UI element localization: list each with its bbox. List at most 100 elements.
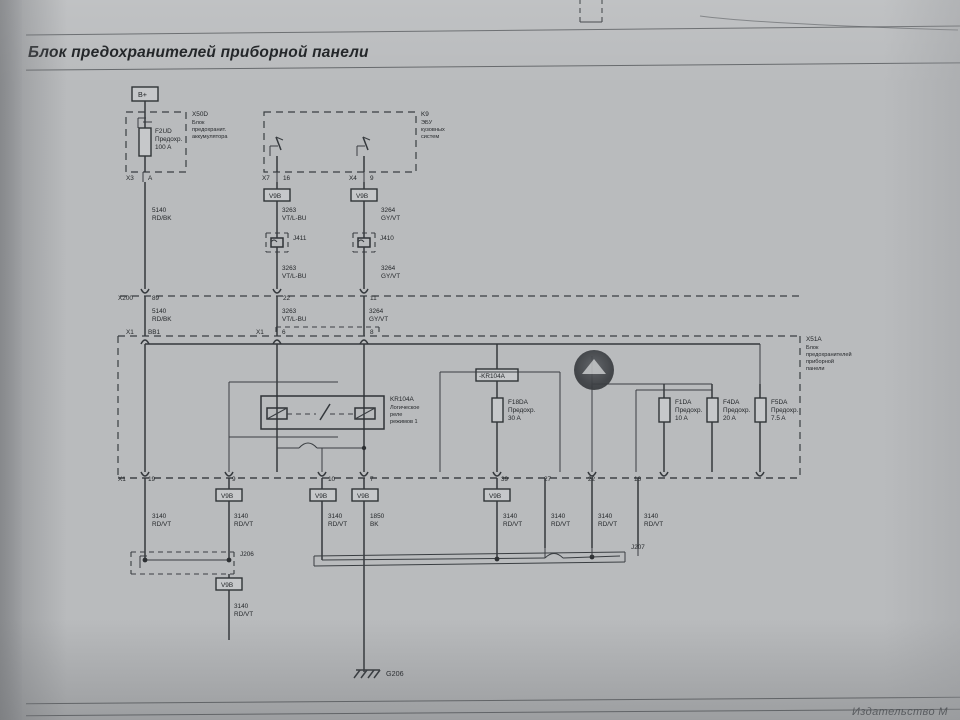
wire-1850-number: 1850	[370, 513, 385, 520]
fuse-f4da-type: Предохр.	[723, 407, 751, 414]
wire-5140-color: RD/BK	[152, 215, 172, 222]
connector-x1-top-pin-bb1: BB1	[148, 329, 161, 336]
wire-3263-number-2: 3263	[282, 265, 297, 272]
wire-3140-number-f: 3140	[598, 513, 613, 520]
wire-3264-number: 3264	[381, 207, 396, 214]
wire-3140-number-a: 3140	[152, 513, 167, 520]
block-x50d-desc-2: предохранит.	[192, 127, 227, 133]
relay-ref-kr104a: -KR104A	[475, 368, 519, 382]
block-x50d-desc-3: аккумулятора	[192, 134, 228, 140]
connector-j411: J411	[265, 232, 307, 253]
relay-kr104a-desc-1: Логическое	[390, 405, 420, 411]
block-x50d-pin-x3: X3	[126, 175, 134, 182]
connector-j411-label: J411	[293, 235, 307, 242]
fuse-f2ud-symbol	[138, 127, 152, 157]
block-k9-desc-2: кузовных	[421, 127, 445, 133]
wire-3140-color-a: RD/VT	[152, 521, 171, 528]
connector-row-x1-top: X1 BB1 X1 6 8	[126, 326, 380, 336]
relay-ref-kr104a-label: -KR104A	[479, 373, 506, 380]
splice-j206: J206	[130, 551, 254, 575]
wire-marker-v9b-7-label: V9B	[221, 582, 233, 589]
wire-hop-bridge	[298, 442, 318, 449]
wire-3264-color: GY/VT	[381, 215, 400, 222]
fuse-f5da-rating: 7.5 A	[771, 415, 786, 422]
wire-3140-number-b: 3140	[234, 513, 249, 520]
wire-3140-number-d: 3140	[503, 513, 518, 520]
connector-row-x1-bottom: X1 19 9 10 7 39 27 22 16	[118, 471, 800, 483]
wire-marker-v9b-4-label: V9B	[315, 493, 327, 500]
block-x51a-tag: X51A	[806, 336, 822, 343]
fuse-f2ud-id: F2UD	[155, 128, 172, 135]
block-k9-desc-1: ЭБУ	[421, 120, 433, 126]
fuse-f4da: F4DA Предохр. 20 A	[706, 384, 751, 472]
wire-3264-number-3: 3264	[369, 308, 384, 315]
wire-3263-color: VT/L-BU	[282, 215, 307, 222]
block-x51a-desc-1: Блок	[806, 345, 819, 351]
block-k9-pin-x7: X7	[262, 175, 270, 182]
page-footer: Издательство М	[851, 706, 948, 718]
wire-3140-number-c: 3140	[328, 513, 343, 520]
wire-3264-number-2: 3264	[381, 265, 396, 272]
wire-marker-v9b-1-label: V9B	[269, 193, 281, 200]
relay-kr104a-desc-2: реле	[390, 412, 402, 418]
wire-marker-v9b-3: V9B	[215, 488, 243, 502]
page-bleed-fragment	[579, 0, 959, 31]
wire-3140-color-g: RD/VT	[644, 521, 663, 528]
terminal-b-plus-label: B+	[138, 90, 147, 99]
connector-x1-bottom-tag: X1	[118, 476, 126, 483]
fuse-f1da: F1DA Предохр. 10 A	[658, 384, 703, 472]
wire-5140-number-3: 5140	[152, 308, 167, 315]
connector-j410-label: J410	[380, 235, 394, 242]
block-x50d: F2UD Предохр. 100 A X50D Блок предохрани…	[125, 111, 228, 182]
ground-g206: G206	[353, 620, 404, 679]
block-k9-desc-3: систем	[421, 134, 439, 140]
wire-marker-v9b-2: V9B	[350, 188, 378, 202]
connector-x200-tag: X200	[118, 295, 133, 302]
block-x51a-desc-3: приборной	[806, 358, 834, 365]
wire-3140-color-c: RD/VT	[328, 521, 347, 528]
wire-marker-v9b-4: V9B	[309, 488, 337, 502]
fuse-f1da-type: Предохр.	[675, 407, 703, 414]
fuse-f18da-rating: 30 A	[508, 415, 522, 422]
wire-marker-v9b-5-label: V9B	[357, 493, 369, 500]
junction-dot-relay-right	[361, 445, 367, 451]
block-k9: K9 ЭБУ кузовных систем X7 16 X4 9	[262, 111, 445, 182]
wire-3263-number: 3263	[282, 207, 297, 214]
wire-3140-number-g: 3140	[644, 513, 659, 520]
wire-1850-color: BK	[370, 521, 379, 528]
wire-3263-color-2: VT/L-BU	[282, 273, 307, 280]
connector-x1-bottom-pin-39: 39	[501, 476, 509, 483]
wire-marker-v9b-6-label: V9B	[489, 493, 501, 500]
fuse-f5da-type: Предохр.	[771, 407, 799, 414]
wire-3140-color-h: RD/VT	[234, 611, 253, 618]
wire-3264-color-3: GY/VT	[369, 316, 388, 323]
wire-3140-color-d: RD/VT	[503, 521, 522, 528]
splice-j206-label: J206	[240, 551, 254, 558]
relay-kr104a-id: KR104A	[390, 396, 415, 403]
fuse-f4da-id: F4DA	[723, 399, 740, 406]
relay-kr104a-desc-3: режимов 1	[390, 419, 418, 425]
wire-marker-v9b-1: V9B	[263, 188, 291, 202]
ground-g206-label: G206	[386, 669, 404, 678]
connector-row-x200: X200 89 22 11	[118, 288, 800, 302]
fuse-f2ud-type: Предохр.	[155, 136, 183, 143]
block-k9-pin-16: 16	[283, 175, 291, 182]
block-k9-pin-x4: X4	[349, 175, 357, 182]
wire-marker-v9b-3-label: V9B	[221, 493, 233, 500]
wire-3140-color-f: RD/VT	[598, 521, 617, 528]
connector-x1-top-pin-6: 6	[282, 329, 286, 336]
block-x50d-desc-1: Блок	[192, 120, 205, 126]
connector-x1-top-pin-8: 8	[370, 329, 374, 336]
block-k9-pin-9: 9	[370, 175, 374, 182]
connector-x1-top-tag-2: X1	[256, 329, 264, 336]
relay-kr104a: KR104A Логическое реле режимов 1	[260, 395, 420, 430]
block-x51a-desc-4: панели	[806, 366, 825, 372]
connector-x1-bottom-pin-19: 19	[148, 476, 156, 483]
connector-x1-bottom-pin-7: 7	[370, 476, 374, 483]
fuse-f5da: F5DA Предохр. 7.5 A	[754, 384, 799, 472]
connector-x200-pin-22: 22	[283, 295, 291, 302]
wire-3140-color-b: RD/VT	[234, 521, 253, 528]
wire-3264-color-2: GY/VT	[381, 273, 400, 280]
